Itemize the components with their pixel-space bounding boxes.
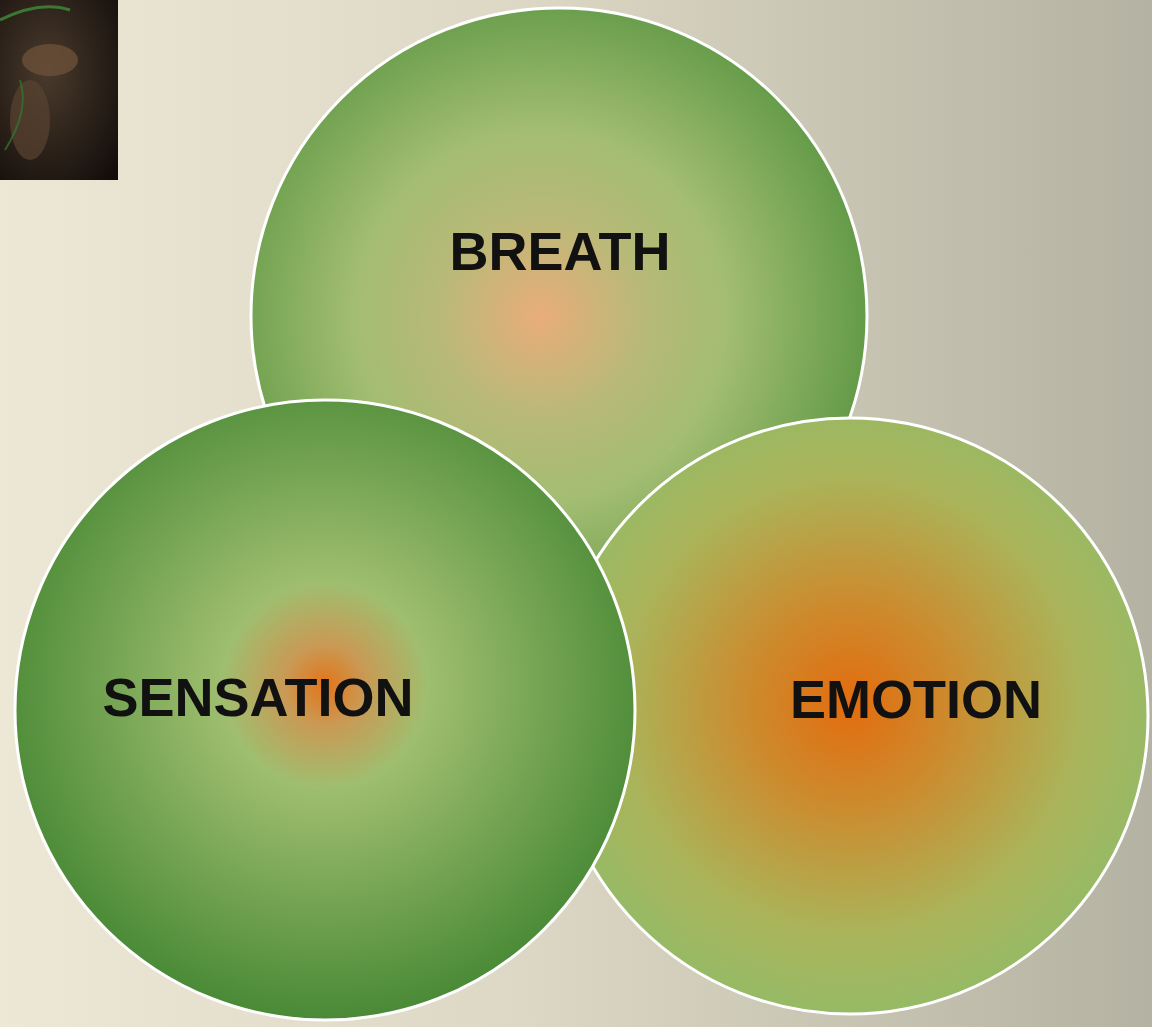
- circle-label: BREATH: [450, 222, 671, 281]
- circle-node: SENSATION: [13, 398, 637, 1022]
- circle-label: EMOTION: [790, 670, 1042, 729]
- corner-photo: [0, 0, 120, 182]
- circle-node: EMOTION: [550, 416, 1150, 1016]
- circle-label: SENSATION: [102, 668, 413, 727]
